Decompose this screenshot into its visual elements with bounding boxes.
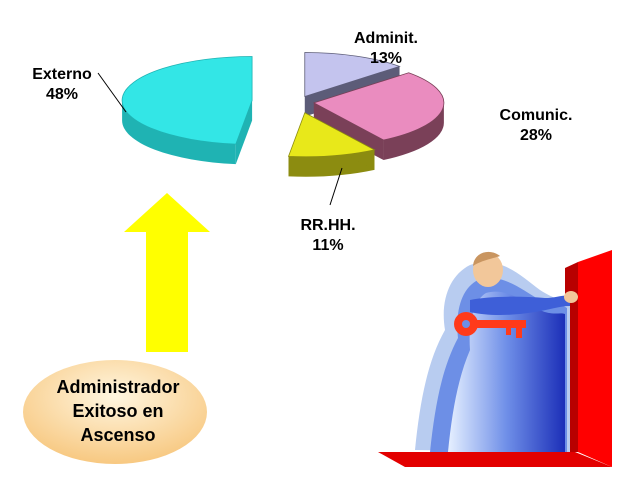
key-icon — [454, 312, 526, 338]
leader-line-externo — [97, 72, 127, 113]
callout-ellipse — [23, 360, 207, 464]
callout-line-1: Administrador — [56, 377, 179, 397]
slice-pct-comunic: 28% — [520, 127, 552, 144]
slice-label-rrhh: RR.HH. — [300, 217, 355, 234]
pie-slice-top — [304, 52, 401, 98]
pie-slice-wall — [235, 100, 253, 165]
pie-slice-rrhh — [287, 112, 376, 177]
leader-line-rrhh — [329, 167, 343, 206]
slice-label-adminit: Adminit. — [354, 30, 418, 47]
slice-pct-rrhh: 11% — [312, 237, 343, 254]
door-frame-front — [578, 250, 612, 467]
pie-slice-externo — [121, 56, 253, 165]
figure-hand — [564, 291, 578, 303]
door-sill — [378, 452, 612, 467]
figure-body — [448, 291, 565, 452]
callout-line-2: Exitoso en — [72, 401, 163, 421]
pie-slice-top — [287, 112, 376, 158]
pie-slice-side — [122, 100, 236, 165]
pie-chart — [121, 52, 445, 177]
pie-slice-top — [121, 56, 253, 145]
figure-arm — [470, 295, 570, 315]
up-arrow-icon — [124, 193, 210, 352]
slice-pct-externo: 48% — [46, 86, 78, 103]
slice-pct-adminit: 13% — [370, 50, 402, 67]
slice-label-externo: Externo — [32, 66, 92, 83]
pie-slice-top — [312, 72, 445, 141]
slice-label-comunic: Comunic. — [500, 107, 573, 124]
figure-hair — [473, 251, 500, 266]
callout-bubble: Administrador Exitoso en Ascenso — [23, 360, 207, 464]
man-with-key-entering-door-icon — [378, 250, 612, 467]
callout-line-3: Ascenso — [80, 425, 155, 445]
